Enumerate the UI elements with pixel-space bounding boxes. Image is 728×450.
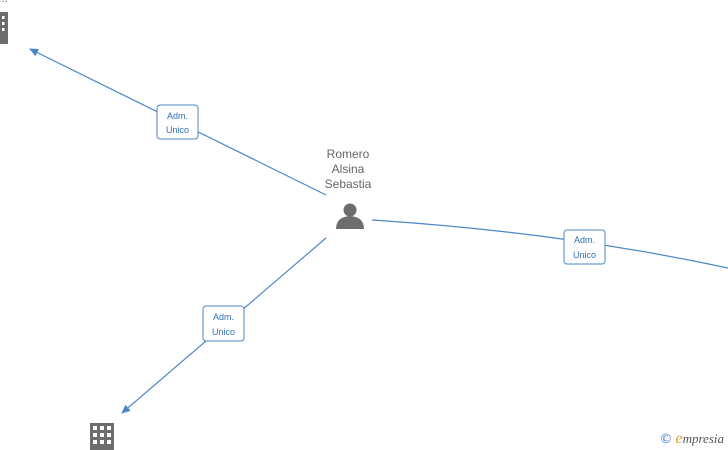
company-label: ... <box>0 0 8 5</box>
relation-label-line: Unico <box>573 250 596 260</box>
relation-label-line: Unico <box>166 125 189 135</box>
relation-label-line: Unico <box>212 327 235 337</box>
relation-label-top-left: Adm. Unico <box>156 104 199 140</box>
building-icon <box>90 423 114 450</box>
person-name-line: Alsina <box>332 162 365 176</box>
relation-label-bottom-left: Adm. Unico <box>202 305 245 342</box>
company-node-top-left[interactable]: ... <box>0 0 8 44</box>
company-node-bottom-left[interactable] <box>90 423 114 450</box>
copyright-symbol: © <box>659 432 673 447</box>
relation-label-line: Adm. <box>213 312 234 322</box>
person-name-line: Romero <box>327 147 370 161</box>
relation-label-right: Adm. Unico <box>563 229 606 265</box>
building-icon <box>0 12 8 44</box>
relation-label-line: Adm. <box>167 111 188 121</box>
person-icon <box>336 203 364 229</box>
person-node[interactable]: Romero Alsina Sebastia <box>325 147 372 229</box>
empresia-watermark: ©empresia <box>659 430 724 448</box>
person-name-line: Sebastia <box>325 177 372 191</box>
relation-label-line: Adm. <box>574 235 595 245</box>
edge-to-company-right <box>371 219 728 269</box>
brand-logo-text: mpresia <box>682 431 724 446</box>
brand-logo-initial: e <box>675 430 683 447</box>
